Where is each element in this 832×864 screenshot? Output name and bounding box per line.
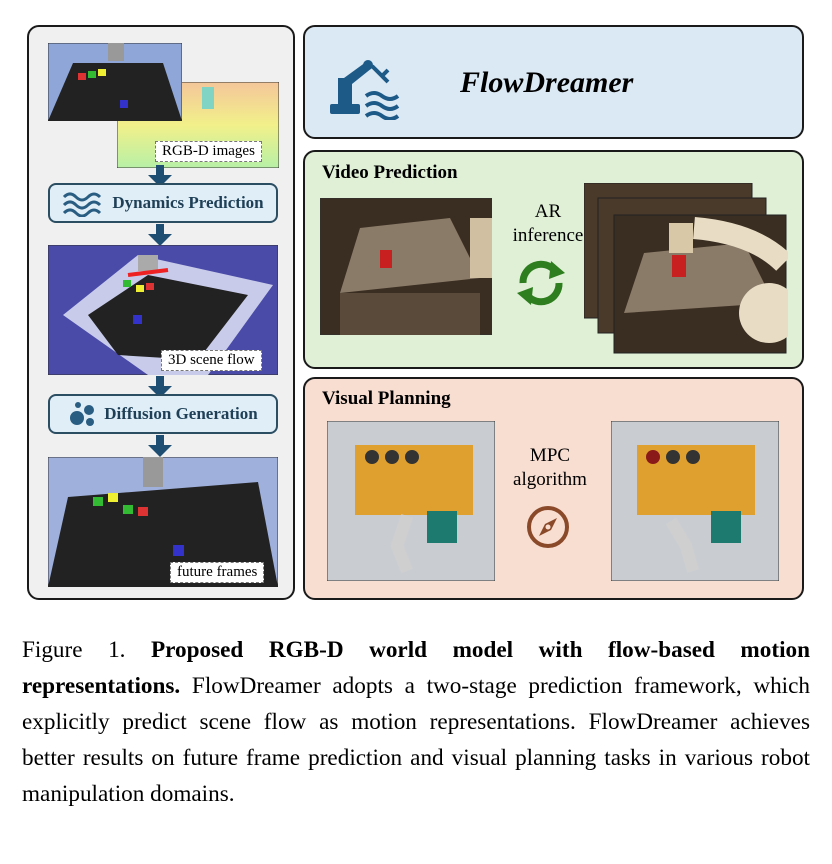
mpc-label-line1: MPC bbox=[529, 445, 571, 466]
diffusion-generation-label: Diffusion Generation bbox=[104, 404, 258, 423]
down-arrow-icon bbox=[148, 165, 172, 187]
dynamics-prediction-box: Dynamics Prediction bbox=[48, 183, 278, 223]
video-output-frames bbox=[584, 183, 788, 354]
video-input-frame bbox=[320, 198, 492, 335]
rgbd-images-label: RGB-D images bbox=[155, 141, 262, 162]
mpc-algorithm-label: MPC algorithm bbox=[508, 444, 592, 492]
caption-prefix: Figure 1. bbox=[22, 637, 126, 663]
ar-inference-label: AR inference bbox=[508, 200, 588, 248]
app-title: FlowDreamer bbox=[460, 66, 634, 99]
figure-caption: Figure 1. Proposed RGB-D world model wit… bbox=[22, 632, 810, 812]
dynamics-prediction-label: Dynamics Prediction bbox=[112, 193, 264, 212]
video-prediction-title: Video Prediction bbox=[322, 162, 458, 183]
down-arrow-icon bbox=[148, 376, 172, 398]
down-arrow-icon bbox=[148, 435, 172, 457]
caption-text: FlowDreamer adopts a two-stage predictio… bbox=[22, 673, 810, 807]
refresh-icon bbox=[517, 260, 565, 306]
planning-input-frame bbox=[327, 421, 495, 581]
mpc-label-line2: algorithm bbox=[513, 469, 587, 490]
compass-icon bbox=[527, 506, 569, 548]
bubbles-icon bbox=[70, 402, 95, 426]
down-arrow-icon bbox=[148, 224, 172, 246]
future-frames-label: future frames bbox=[170, 562, 265, 583]
scene-flow-label: 3D scene flow bbox=[161, 350, 262, 371]
ar-label-line2: inference bbox=[512, 225, 584, 246]
ar-label-line1: AR bbox=[534, 201, 562, 222]
rgbd-color-image bbox=[48, 43, 182, 121]
planning-output-frame bbox=[611, 421, 779, 581]
diffusion-generation-box: Diffusion Generation bbox=[48, 394, 278, 434]
robot-arm-logo-icon bbox=[330, 60, 400, 120]
future-frames-image bbox=[48, 457, 278, 587]
wave-icon bbox=[63, 192, 102, 217]
caption-bold: Proposed RGB-D world model with flow-bas… bbox=[22, 637, 810, 699]
visual-planning-title: Visual Planning bbox=[322, 388, 451, 409]
